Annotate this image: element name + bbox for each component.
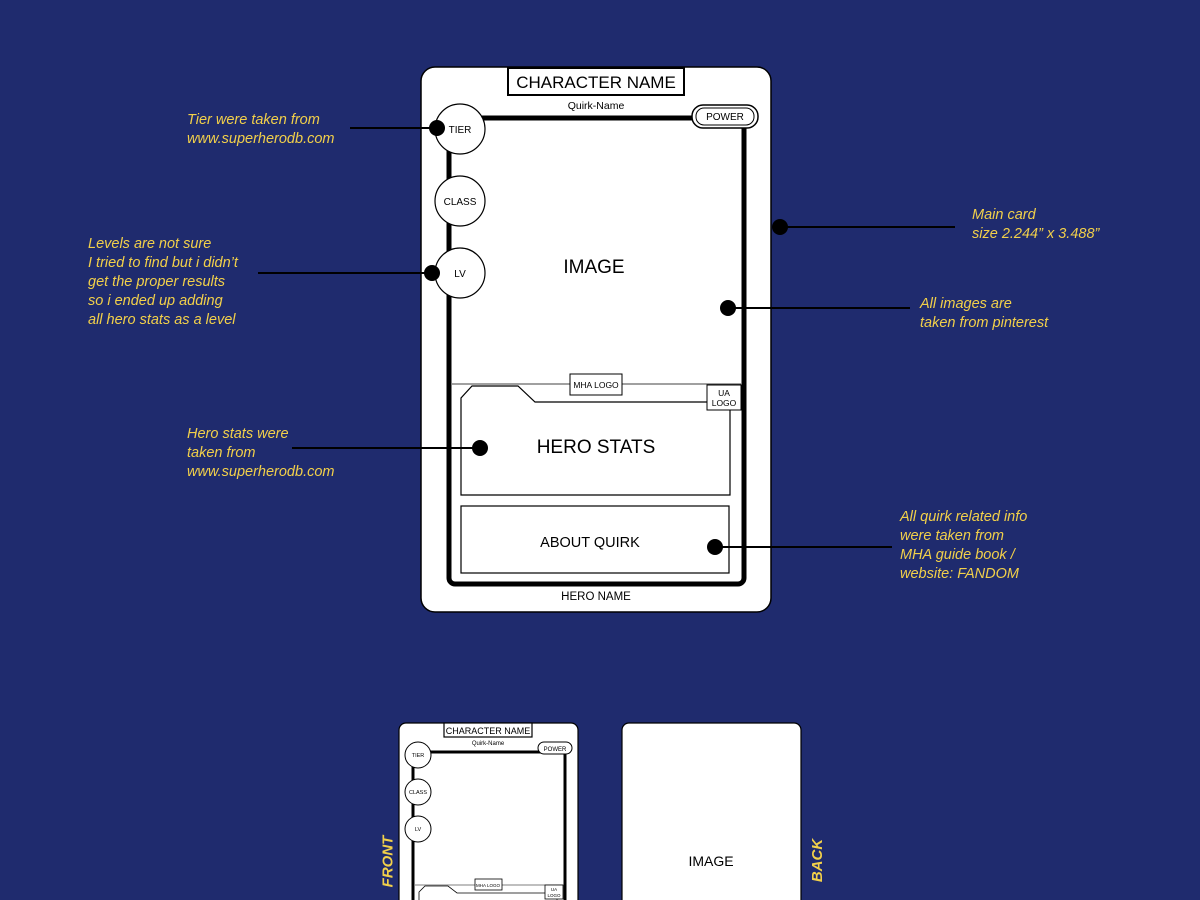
class-label: CLASS [444, 197, 477, 208]
hero-stats-folder [460, 385, 731, 496]
main-card-annotation: Main card size 2.244” x 3.488” [972, 207, 1100, 242]
about-quirk-label: ABOUT QUIRK [540, 535, 640, 551]
small-front-tier: TIER [412, 753, 425, 759]
small-front-class: CLASS [409, 790, 427, 796]
ua-logo-line1: UA [718, 388, 730, 398]
small-front-power-pill [537, 741, 573, 755]
small-front-ua-logo-line2: LOGO [547, 893, 561, 898]
tier-callout-dot [429, 120, 445, 136]
small-front-ua-logo-line1: UA [551, 887, 557, 892]
small-front-mha-logo: MHA LOGO [476, 883, 501, 888]
levels-annotation: Levels are not sure I tried to find but … [88, 236, 238, 328]
small-front-quirk-name: Quirk-Name [472, 741, 505, 747]
main-card: CHARACTER NAME Quirk-Name IMAGE POWER TI… [420, 66, 772, 613]
small-front-mha-box [474, 878, 503, 891]
character-name-box [507, 67, 685, 96]
image-label: IMAGE [563, 257, 624, 278]
small-back-image: IMAGE [688, 853, 733, 869]
small-front-level: LV [415, 827, 422, 833]
images-callout-dot [720, 300, 736, 316]
quirk-callout-dot [707, 539, 723, 555]
small-front-name-box [443, 722, 533, 738]
small-front-character-name: CHARACTER NAME [446, 726, 531, 736]
power-label: POWER [706, 112, 744, 123]
mha-logo: MHA LOGO [573, 380, 619, 390]
ua-logo-line2: LOGO [712, 398, 737, 408]
small-back-outline [621, 722, 802, 900]
hero-stats-label: HERO STATS [537, 437, 656, 458]
ua-logo-box [706, 384, 742, 411]
back-label: BACK [809, 838, 827, 883]
quirk-annotation: All quirk related info were taken from M… [900, 509, 1028, 582]
class-circle [434, 175, 486, 227]
hero-name: HERO NAME [561, 591, 631, 603]
tier-annotation: Tier were taken from www.superherodb.com [187, 112, 335, 147]
hero-stats-callout-dot [472, 440, 488, 456]
small-front-power: POWER [544, 747, 567, 753]
small-back-card: IMAGE [621, 722, 802, 900]
power-pill-inner [695, 107, 755, 126]
callout-dots [424, 120, 788, 555]
tier-label: TIER [449, 125, 472, 136]
main-card-callout-dot [772, 219, 788, 235]
level-label: LV [454, 269, 466, 280]
small-front-class-circle [404, 778, 432, 806]
about-quirk-box [460, 505, 730, 574]
hero-stats-annotation: Hero stats were taken from www.superhero… [187, 426, 335, 480]
callouts [258, 127, 955, 548]
front-label: FRONT [379, 835, 397, 888]
images-annotation: All images are taken from pinterest [920, 296, 1049, 331]
small-front-level-circle [404, 815, 432, 843]
level-callout-dot [424, 265, 440, 281]
mha-logo-box [569, 373, 623, 396]
small-front-image-frame [411, 750, 567, 900]
quirk-name: Quirk-Name [568, 100, 625, 112]
character-name: CHARACTER NAME [516, 73, 676, 92]
small-front-ua-box [544, 884, 564, 900]
small-front-tier-circle [404, 741, 432, 769]
small-front-card: CHARACTER NAME Quirk-Name POWER TIER CLA… [398, 722, 579, 900]
